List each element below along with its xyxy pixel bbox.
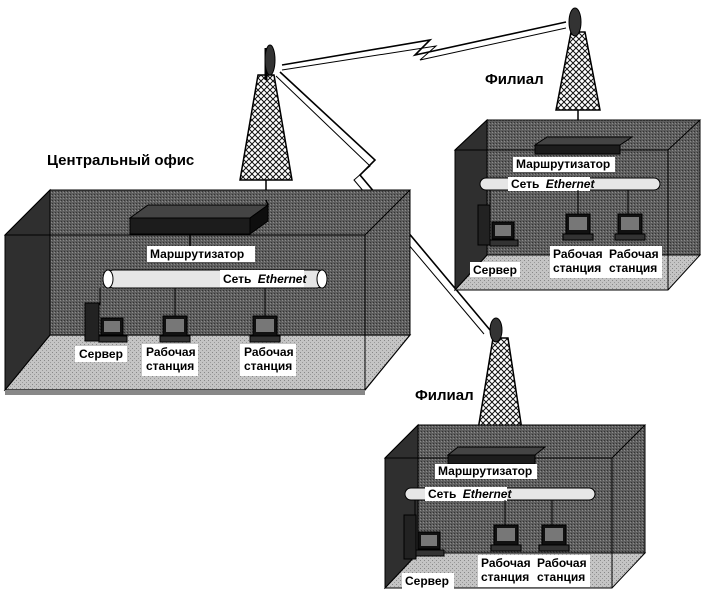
branch2-router-label: Маршрутизатор: [438, 464, 532, 478]
link-central-branch1: [282, 22, 566, 65]
svg-text:Сеть Ethernet: Сеть Ethernet: [511, 177, 595, 191]
central-workstation-2-icon: [250, 316, 280, 342]
central-workstation-1-icon: [160, 316, 190, 342]
branch-1: Филиал Маршрутизатор Сеть Ethernet Серве…: [455, 8, 700, 290]
central-room-floor: [5, 335, 410, 390]
branch1-ws2-line2: станция: [609, 261, 657, 275]
central-tower: [240, 45, 292, 205]
central-router-icon: [130, 205, 268, 234]
central-office: Центральный офис Маршрутизатор Сеть Ethe…: [5, 45, 410, 395]
branch2-workstation-2-icon: [539, 525, 569, 551]
branch2-ws2-line2: станция: [537, 570, 585, 584]
branch2-router-icon: [448, 447, 545, 464]
central-network-name: Ethernet: [258, 272, 308, 286]
branch1-ws1-line1: Рабочая: [553, 247, 603, 261]
central-ws1-line1: Рабочая: [146, 345, 196, 359]
central-ws2-line2: станция: [244, 359, 292, 373]
branch1-server-label: Сервер: [473, 263, 517, 277]
branch2-ws2-line1: Рабочая: [537, 556, 587, 570]
svg-text:Сеть Ethernet: Сеть Ethernet: [428, 487, 512, 501]
branch1-workstation-2-icon: [615, 214, 645, 240]
branch2-ws1-line2: станция: [481, 570, 529, 584]
branch1-ws1-line2: станция: [553, 261, 601, 275]
central-office-title: Центральный офис: [47, 152, 194, 169]
branch1-network-prefix: Сеть: [511, 177, 539, 191]
branch-2: Филиал Маршрутизатор Сеть Ethernet Серве…: [385, 318, 645, 589]
link-central-branch1-b: [282, 28, 566, 70]
branch2-network-name: Ethernet: [463, 487, 513, 501]
central-ws1-line2: станция: [146, 359, 194, 373]
branch1-router-label: Маршрутизатор: [516, 157, 610, 171]
branch2-server-label: Сервер: [405, 574, 449, 588]
branch1-antenna-icon: [569, 8, 581, 36]
branch2-ws1-line1: Рабочая: [481, 556, 531, 570]
branch2-tower: [478, 318, 522, 440]
branch1-title: Филиал: [485, 71, 544, 88]
branch1-workstation-1-icon: [563, 214, 593, 240]
branch1-network-name: Ethernet: [546, 177, 596, 191]
branch1-router-icon: [535, 137, 632, 154]
central-server-label: Сервер: [79, 347, 123, 361]
branch1-tower: [556, 8, 600, 125]
central-ws2-line1: Рабочая: [244, 345, 294, 359]
central-network-prefix: Сеть: [223, 272, 251, 286]
central-antenna-icon: [265, 45, 275, 75]
branch2-workstation-1-icon: [491, 525, 521, 551]
svg-text:Сеть Ethernet: Сеть Ethernet: [223, 272, 307, 286]
branch2-network-prefix: Сеть: [428, 487, 456, 501]
branch1-ws2-line1: Рабочая: [609, 247, 659, 261]
central-router-label: Маршрутизатор: [150, 247, 244, 261]
branch2-title: Филиал: [415, 387, 474, 404]
branch2-antenna-icon: [490, 318, 502, 342]
